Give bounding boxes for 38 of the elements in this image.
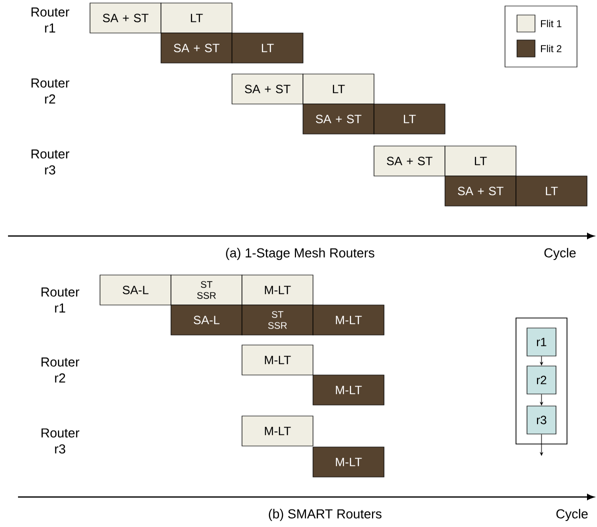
- pipeline-stage-box: SA-L: [100, 274, 172, 306]
- pipeline-stage-box: SA + ST: [374, 146, 446, 176]
- router-label: Router r1: [42, 288, 80, 312]
- pipeline-stage-box: LT: [374, 104, 446, 134]
- legend-label: Flit 1: [541, 20, 562, 28]
- pipeline-stage-box: M-LT: [242, 274, 314, 306]
- pipeline-stage-box: SA + ST: [160, 32, 232, 64]
- axis-label: Cycle: [544, 248, 576, 260]
- pipeline-stage-box: LT: [516, 176, 588, 206]
- pipeline-stage-box: SA + ST: [444, 176, 516, 206]
- router-label: Router r3: [42, 428, 80, 454]
- pipeline-stage-box: LT: [232, 32, 304, 64]
- caption: (b) SMART Routers: [268, 508, 382, 522]
- router-box: r1: [526, 328, 556, 356]
- pipeline-stage-box: LT: [160, 2, 232, 34]
- pipeline-stage-box: ST SSR: [170, 274, 242, 306]
- router-box: r3: [526, 406, 556, 434]
- router-chain-frame: [516, 318, 568, 444]
- router-label: Router r2: [32, 78, 70, 104]
- pipeline-stage-box: ST SSR: [242, 304, 314, 336]
- pipeline-stage-box: SA-L: [170, 304, 242, 336]
- router-label: Router r1: [32, 8, 70, 32]
- pipeline-stage-box: LT: [444, 146, 516, 176]
- caption: (a) 1-Stage Mesh Routers: [226, 248, 374, 260]
- axis-label: Cycle: [556, 508, 588, 522]
- pipeline-stage-box: M-LT: [312, 304, 384, 336]
- router-label: Router r3: [32, 149, 70, 175]
- pipeline-stage-box: M-LT: [242, 416, 314, 446]
- router-box: r2: [526, 366, 556, 394]
- pipeline-stage-box: M-LT: [312, 374, 384, 406]
- pipeline-stage-box: SA + ST: [232, 74, 304, 104]
- router-label: Router r2: [42, 358, 80, 382]
- legend-label: Flit 2: [541, 44, 562, 52]
- pipeline-stage-box: M-LT: [312, 446, 384, 478]
- pipeline-stage-box: M-LT: [242, 344, 314, 376]
- pipeline-stage-box: LT: [302, 74, 374, 104]
- pipeline-stage-box: SA + ST: [302, 104, 374, 134]
- pipeline-stage-box: SA + ST: [90, 2, 162, 34]
